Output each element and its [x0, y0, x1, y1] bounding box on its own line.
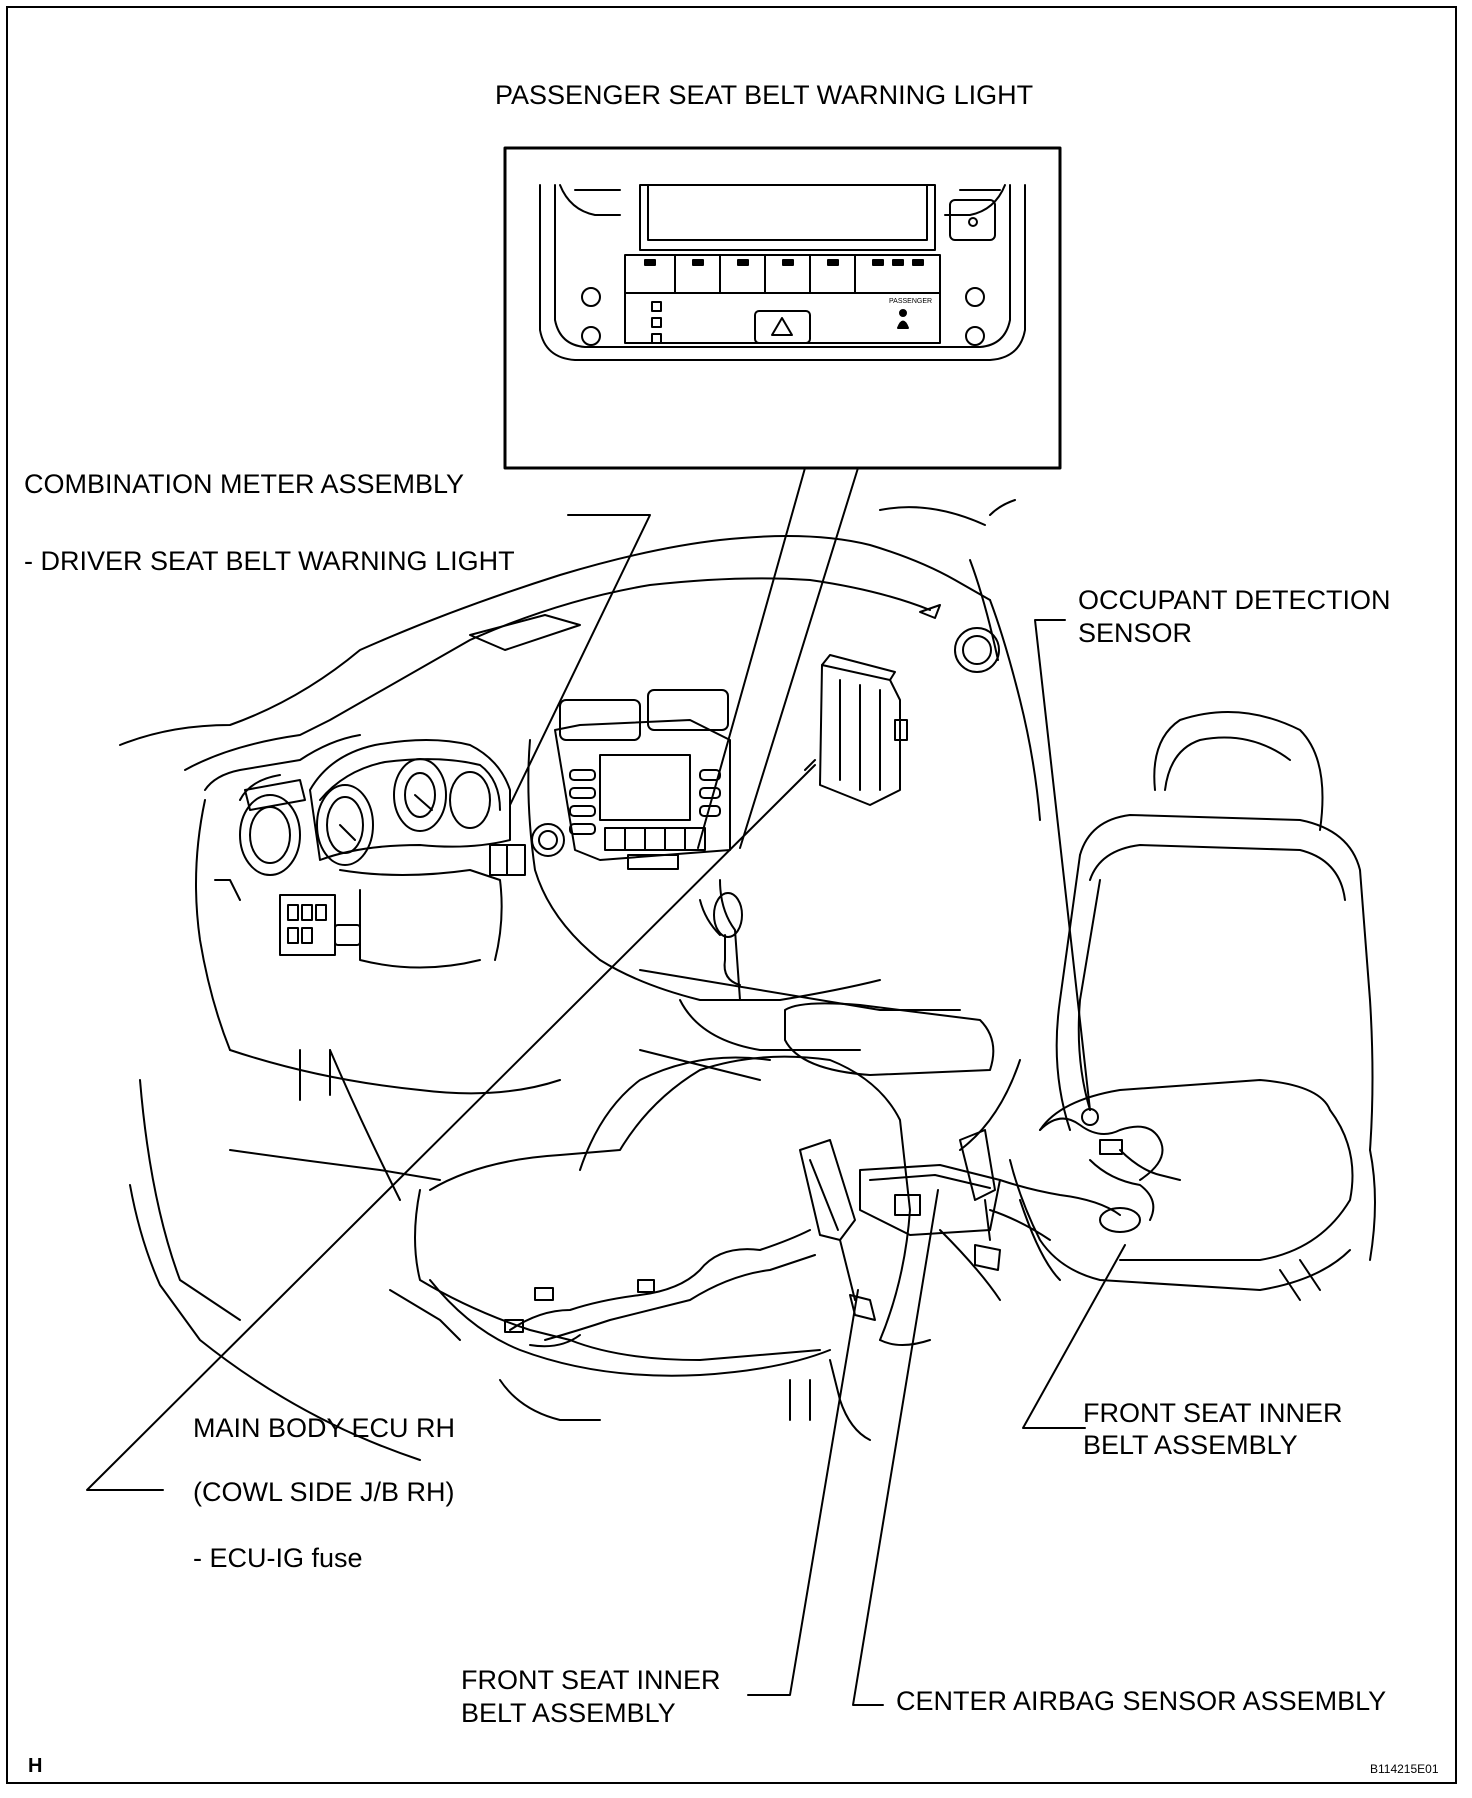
passenger-warning-light-label: PASSENGER SEAT BELT WARNING LIGHT	[495, 80, 1034, 110]
front-belt-right-label-1: FRONT SEAT INNER	[1083, 1398, 1343, 1428]
front-belt-left-label-2: BELT ASSEMBLY	[461, 1698, 676, 1728]
occupant-sensor-label-2: SENSOR	[1078, 618, 1193, 648]
front-belt-right-label-2: BELT ASSEMBLY	[1083, 1430, 1298, 1460]
inset-console-panel	[503, 146, 1062, 470]
corner-letter: H	[28, 1755, 43, 1777]
vehicle-interior-drawing	[119, 499, 1376, 1461]
ecu-fuse-label: - ECU-IG fuse	[193, 1543, 363, 1573]
driver-warning-light-label: - DRIVER SEAT BELT WARNING LIGHT	[24, 546, 515, 576]
combination-meter-label: COMBINATION METER ASSEMBLY	[24, 469, 465, 499]
main-body-ecu-label: MAIN BODY ECU RH	[193, 1413, 456, 1443]
inset-passenger-marking: PASSENGER	[889, 298, 933, 305]
figure-code: B114215E01	[1370, 1762, 1439, 1776]
front-belt-left-label-1: FRONT SEAT INNER	[461, 1665, 721, 1695]
leader-lines	[86, 467, 1126, 1706]
occupant-sensor-label-1: OCCUPANT DETECTION	[1078, 585, 1391, 615]
figure-frame	[6, 6, 1457, 1784]
center-airbag-sensor-label: CENTER AIRBAG SENSOR ASSEMBLY	[896, 1686, 1387, 1716]
cowl-side-label: (COWL SIDE J/B RH)	[193, 1477, 455, 1507]
